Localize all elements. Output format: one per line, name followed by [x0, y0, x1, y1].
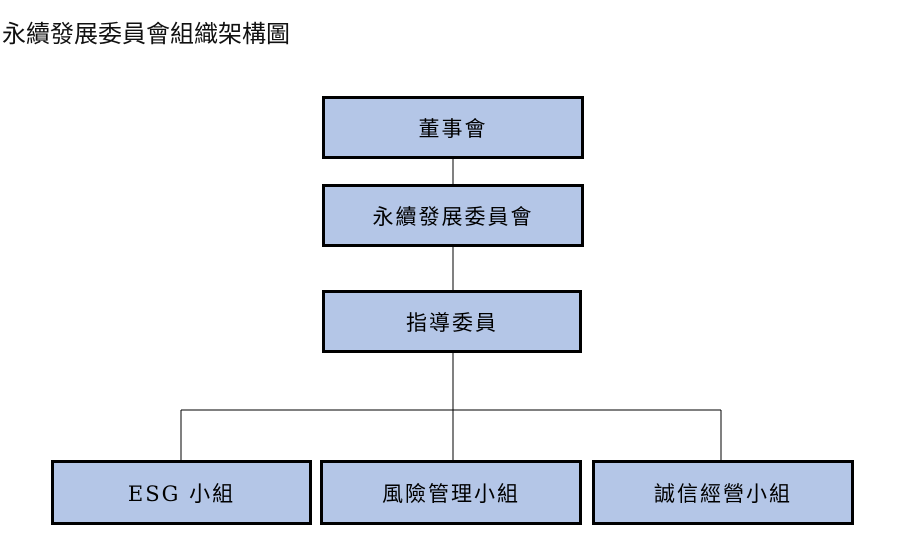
node-board: 董事會	[322, 96, 584, 159]
node-guidance-committee: 指導委員	[322, 290, 582, 353]
node-integrity-management-group: 誠信經營小組	[592, 460, 854, 525]
node-esg-group: ESG 小組	[51, 460, 312, 525]
node-sustainability-committee: 永續發展委員會	[322, 184, 584, 247]
node-risk-management-group: 風險管理小組	[320, 460, 582, 525]
page-title: 永續發展委員會組織架構圖	[2, 20, 290, 48]
